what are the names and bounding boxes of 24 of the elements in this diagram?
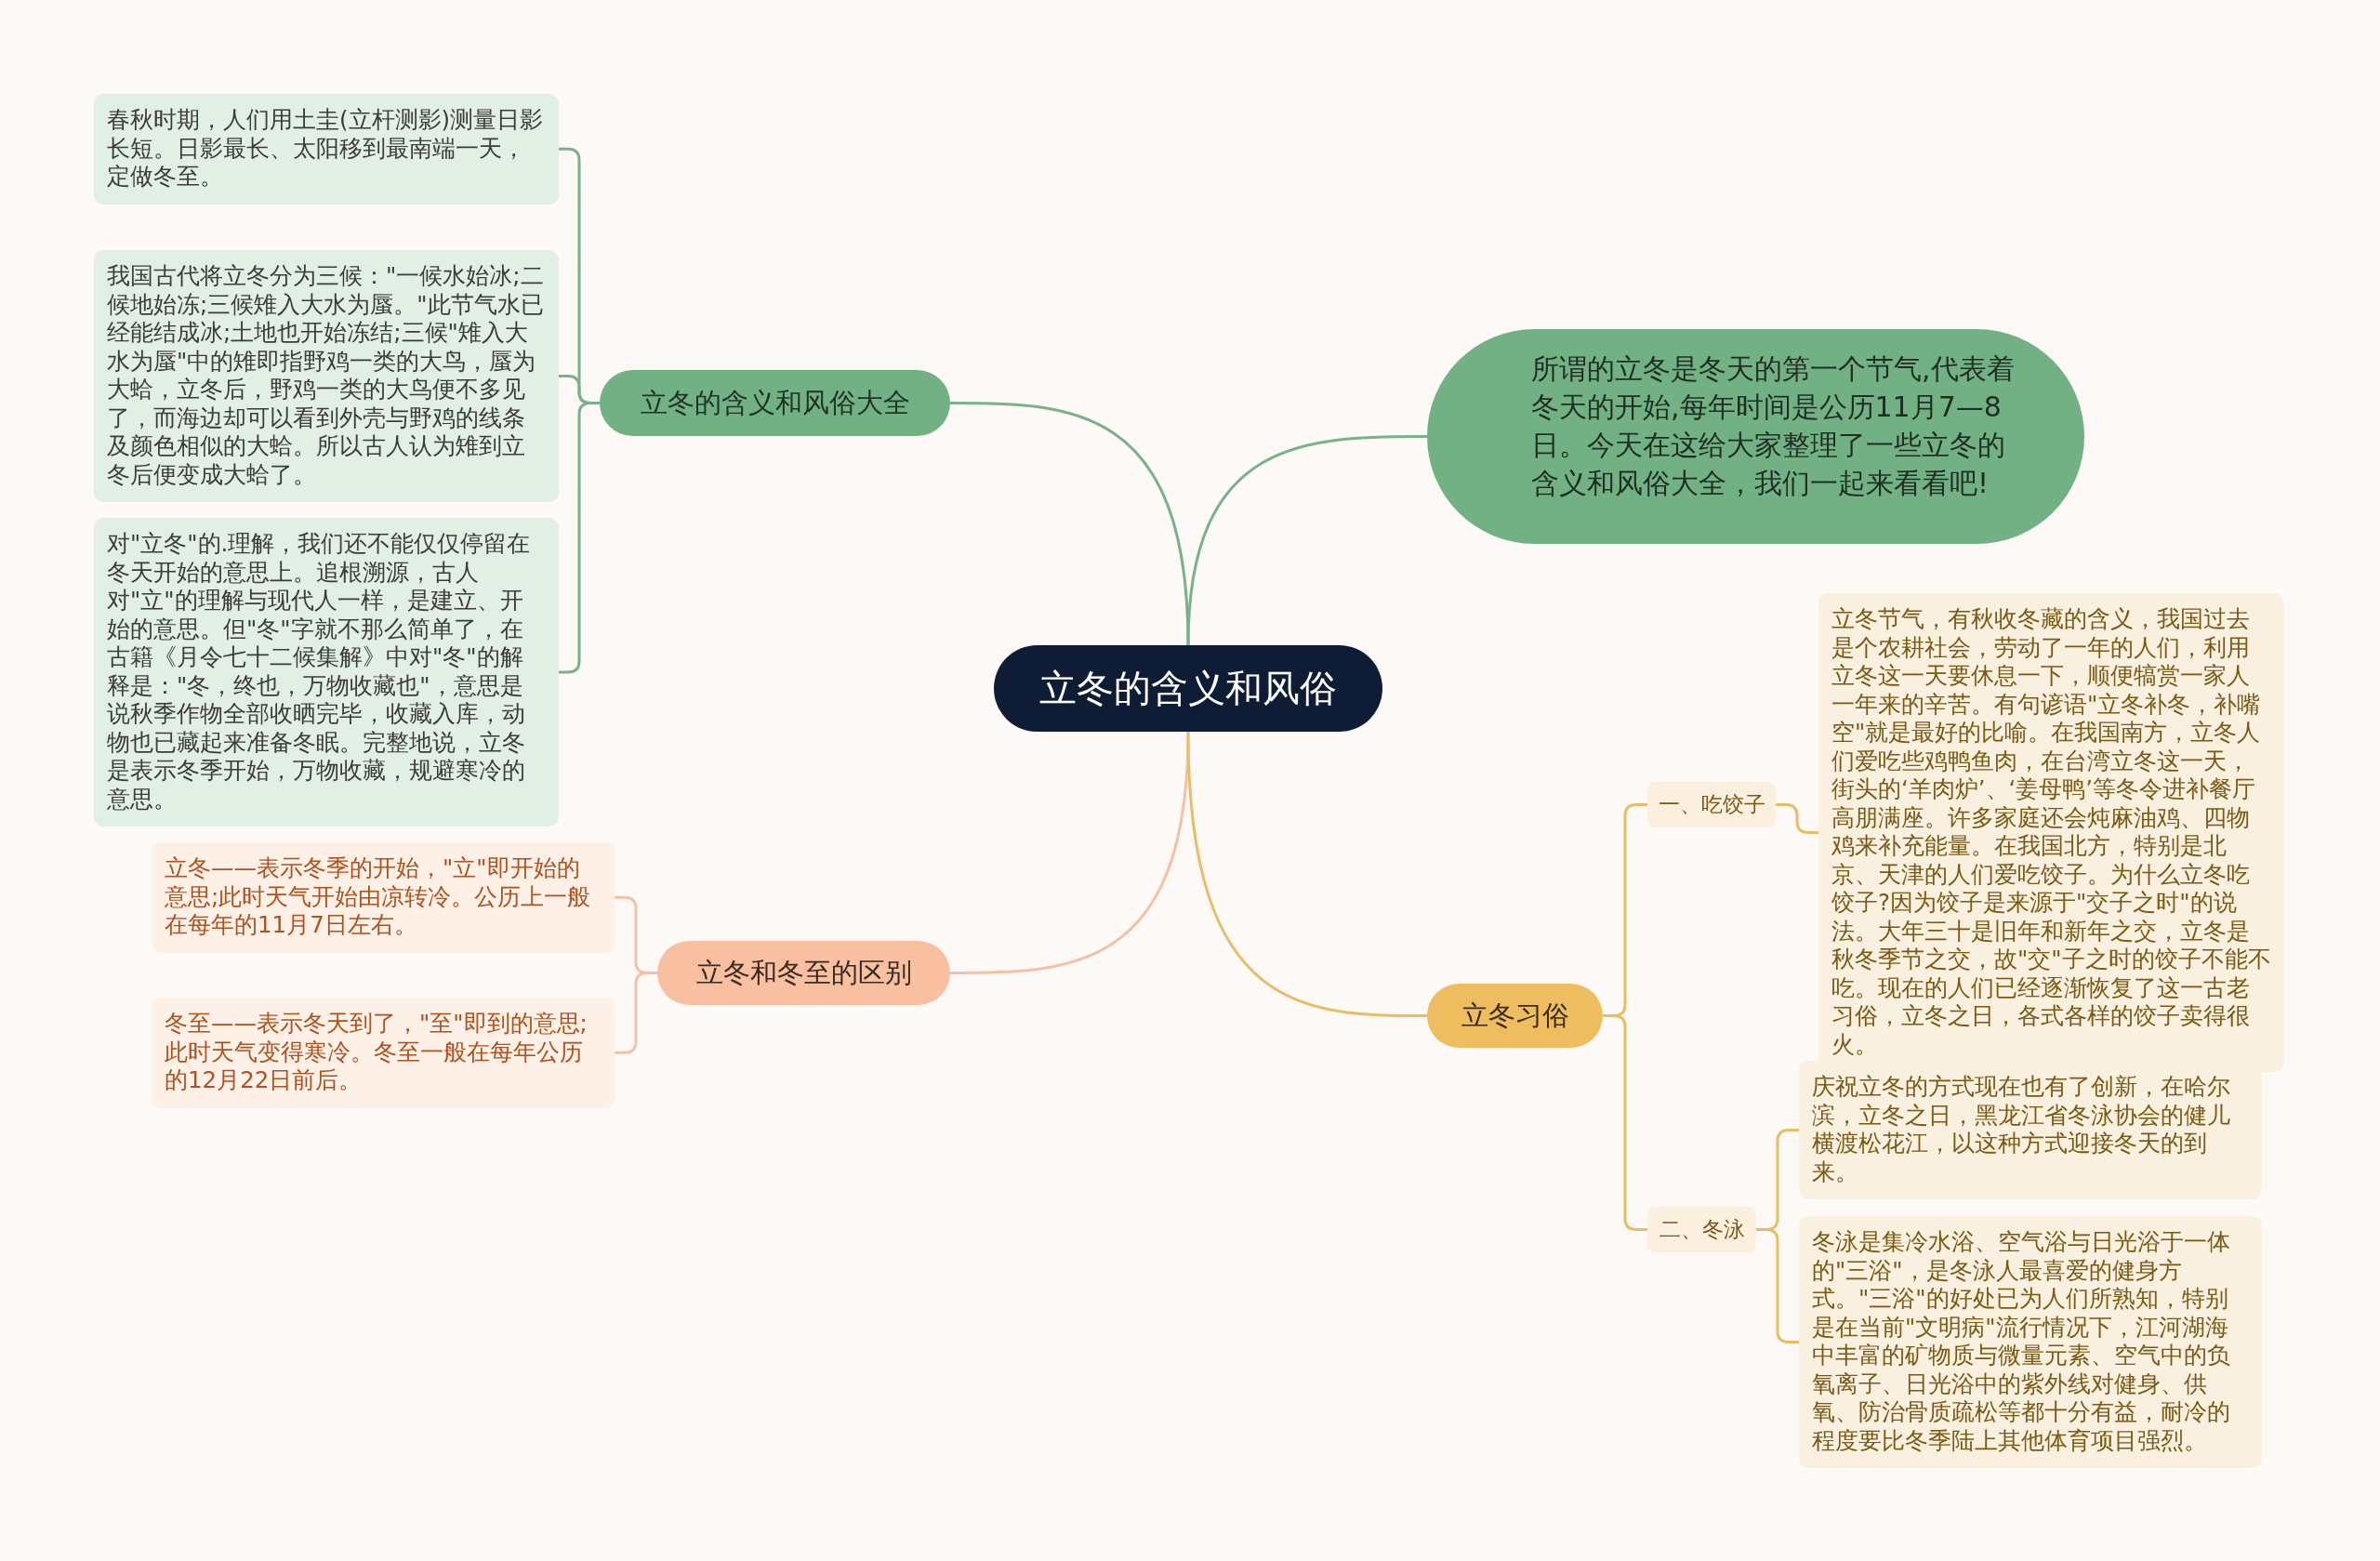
central-topic: 立冬的含义和风俗 (994, 645, 1382, 732)
subtopic-tag: 一、吃饺子 (1647, 782, 1776, 827)
branch-topic: 立冬习俗 (1427, 984, 1603, 1048)
note-card: 立冬节气，有秋收冬藏的含义，我国过去是个农耕社会，劳动了一年的人们，利用立冬这一天要休息一下，顺便犒赏一家人一年来的辛苦。有句谚语"立冬补冬，补嘴空"就是最好的比喻。在我国南方，立冬人们爱吃些鸡鸭鱼肉，在台湾立冬这一天，街头的‘羊肉炉’、‘姜母鸭’等冬令进补餐厅高朋满座。许多家庭还会炖麻油鸡、四物鸡来补充能量。在我国北方，特别是北京、天津的人们爱吃饺子。为什么立冬吃饺子?因为饺子是来源于"交子之时"的说法。大年三十是旧年和新年之交，立冬是秋冬季节之交，故"交"子之时的饺子不能不吃。现在的人们已经逐渐恢复了这一古老习俗，立冬之日，各式各样的饺子卖得很火。 (1818, 593, 2284, 1072)
connector-line (615, 972, 657, 1054)
note-card: 我国古代将立冬分为三候："一候水始冰;二候地始冻;三候雉入大水为蜃。"此节气水已经能结成冰;土地也开始冻结;三候"雉入大水为蜃"中的雉即指野鸡一类的大鸟，蜃为大蛤，立冬后，野鸡一类的大鸟便不多见了，而海边却可以看到外壳与野鸡的线条及颜色相似的大蛤。所以古人认为雉到立冬后便变成大蛤了。 (94, 250, 559, 502)
connector-line (1756, 1228, 1799, 1343)
branch-topic: 立冬和冬至的区别 (657, 941, 950, 1005)
connector-line (559, 402, 600, 674)
note-card: 春秋时期，人们用土圭(立杆测影)测量日影长短。日影最长、太阳移到最南端一天，定做冬至。 (94, 94, 559, 205)
connector-line (1186, 435, 1427, 646)
connector-line (1603, 1014, 1647, 1231)
intro-bubble: 所谓的立冬是冬天的第一个节气,代表着冬天的开始,每年时间是公历11月7—8日。今天在这给大家整理了一些立冬的含义和风俗大全，我们一起来看看吧! (1427, 329, 2084, 544)
connector-line (1186, 731, 1427, 1017)
note-card: 庆祝立冬的方式现在也有了创新，在哈尔滨，立冬之日，黑龙江省冬泳协会的健儿横渡松花江，以这种方式迎接冬天的到来。 (1799, 1061, 2262, 1199)
connector-line (950, 402, 1190, 646)
connector-line (1776, 803, 1818, 834)
connector-line (950, 731, 1190, 974)
branch-topic: 立冬的含义和风俗大全 (600, 370, 950, 436)
note-card: 对"立冬"的.理解，我们还不能仅仅停留在冬天开始的意思上。追根溯源，古人对"立"的理解与现代人一样，是建立、开始的意思。但"冬"字就不那么简单了，在古籍《月令七十二候集解》中对"冬"的解释是："冬，终也，万物收藏也"，意思是说秋季作物全部收晒完毕，收藏入库，动物也已藏起来准备冬眠。完整地说，立冬是表示冬季开始，万物收藏，规避寒冷的意思。 (94, 518, 559, 827)
note-card: 冬泳是集冷水浴、空气浴与日光浴于一体的"三浴"，是冬泳人最喜爱的健身方式。"三浴"的好处已为人们所熟知，特别是在当前"文明病"流行情况下，江河湖海中丰富的矿物质与微量元素、空气中的负氧离子、日光浴中的紫外线对健身、供氧、防治骨质疏松等都十分有益，耐冷的程度要比冬季陆上其他体育项目强烈。 (1799, 1216, 2262, 1468)
subtopic-tag: 二、冬泳 (1647, 1207, 1756, 1252)
note-card: 冬至——表示冬天到了，"至"即到的意思;此时天气变得寒冷。冬至一般在每年公历的12月22日前后。 (152, 998, 615, 1108)
note-card: 立冬——表示冬季的开始，"立"即开始的意思;此时天气开始由凉转冷。公历上一般在每年的11月7日左右。 (152, 842, 615, 953)
